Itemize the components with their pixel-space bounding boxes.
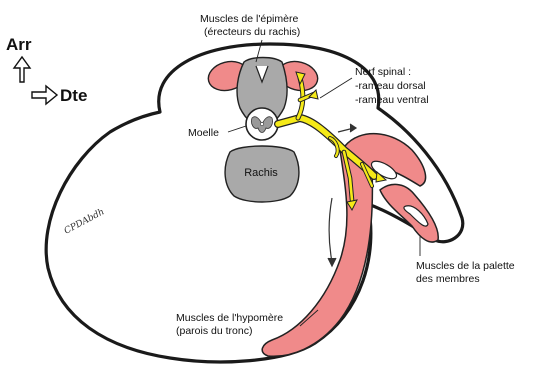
- hypomere-label-line1: Muscles de l'hypomère: [176, 312, 283, 324]
- vertebral-column-label: Rachis: [244, 167, 278, 179]
- limb-muscle-label-line1: Muscles de la palette: [416, 260, 515, 272]
- orientation-indicator: Arr Dte: [6, 35, 87, 105]
- arrow-right-outline-icon: [32, 86, 57, 104]
- spinal-cord-label: Moelle: [188, 127, 219, 139]
- spinal-cord: [246, 108, 278, 140]
- arrow-up-outline-icon: [14, 57, 30, 82]
- epimere-label-line2: (érecteurs du rachis): [204, 26, 300, 38]
- nerve-label-line3: -rameau ventral: [355, 94, 429, 106]
- right-label: Dte: [60, 86, 87, 105]
- limb-muscle-label-line2: des membres: [416, 273, 480, 285]
- nerve-label-line1: Nerf spinal :: [355, 66, 411, 78]
- posterior-label: Arr: [6, 35, 32, 54]
- nerve-label-line2: -rameau dorsal: [355, 80, 426, 92]
- epimere-label-line1: Muscles de l'épimère: [200, 13, 298, 25]
- hypomere-label-line2: (parois du tronc): [176, 325, 252, 337]
